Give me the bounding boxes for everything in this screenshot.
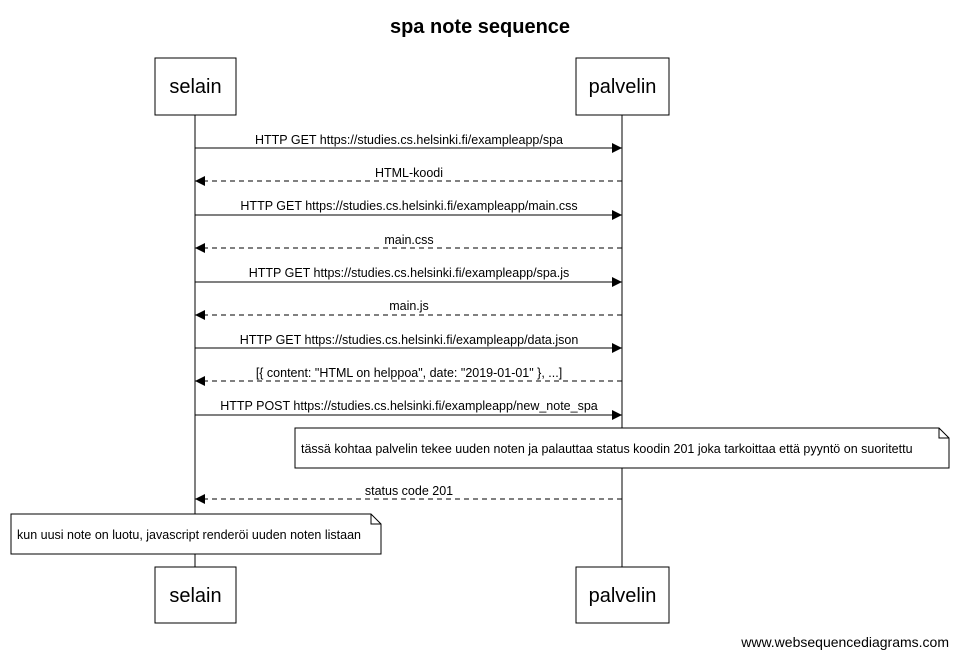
- message-6: main.js: [195, 299, 622, 320]
- participant-selain-bottom: selain: [154, 566, 237, 624]
- message-label: status code 201: [365, 484, 453, 498]
- footer-credit: www.websequencediagrams.com: [740, 634, 949, 650]
- note-text: tässä kohtaa palvelin tekee uuden noten …: [301, 442, 913, 456]
- message-8: [{ content: "HTML on helppoa", date: "20…: [195, 366, 622, 386]
- note-palvelin: tässä kohtaa palvelin tekee uuden noten …: [294, 427, 950, 469]
- message-label: HTTP GET https://studies.cs.helsinki.fi/…: [240, 199, 577, 213]
- participant-palvelin-top: palvelin: [575, 57, 670, 116]
- participant-label: selain: [169, 585, 221, 607]
- message-1: HTTP GET https://studies.cs.helsinki.fi/…: [195, 133, 622, 153]
- diagram-title: spa note sequence: [390, 16, 570, 38]
- message-label: [{ content: "HTML on helppoa", date: "20…: [256, 366, 562, 380]
- message-label: HTTP GET https://studies.cs.helsinki.fi/…: [255, 133, 563, 147]
- message-label: main.css: [384, 233, 433, 247]
- participant-label: palvelin: [589, 585, 657, 607]
- participant-label: selain: [169, 76, 221, 98]
- participant-selain-top: selain: [154, 57, 237, 116]
- note-text: kun uusi note on luotu, javascript rende…: [17, 528, 361, 542]
- note-selain: kun uusi note on luotu, javascript rende…: [10, 513, 382, 555]
- message-9: HTTP POST https://studies.cs.helsinki.fi…: [195, 399, 622, 420]
- message-label: HTML-koodi: [375, 166, 443, 180]
- message-label: HTTP POST https://studies.cs.helsinki.fi…: [220, 399, 598, 413]
- message-7: HTTP GET https://studies.cs.helsinki.fi/…: [195, 333, 622, 353]
- participant-label: palvelin: [589, 76, 657, 98]
- message-4: main.css: [195, 233, 622, 253]
- message-5: HTTP GET https://studies.cs.helsinki.fi/…: [195, 266, 622, 287]
- message-label: HTTP GET https://studies.cs.helsinki.fi/…: [249, 266, 570, 280]
- message-3: HTTP GET https://studies.cs.helsinki.fi/…: [195, 199, 622, 220]
- message-label: HTTP GET https://studies.cs.helsinki.fi/…: [240, 333, 579, 347]
- message-2: HTML-koodi: [195, 166, 622, 186]
- participant-palvelin-bottom: palvelin: [575, 566, 670, 624]
- message-label: main.js: [389, 299, 429, 313]
- message-10: status code 201: [195, 484, 622, 504]
